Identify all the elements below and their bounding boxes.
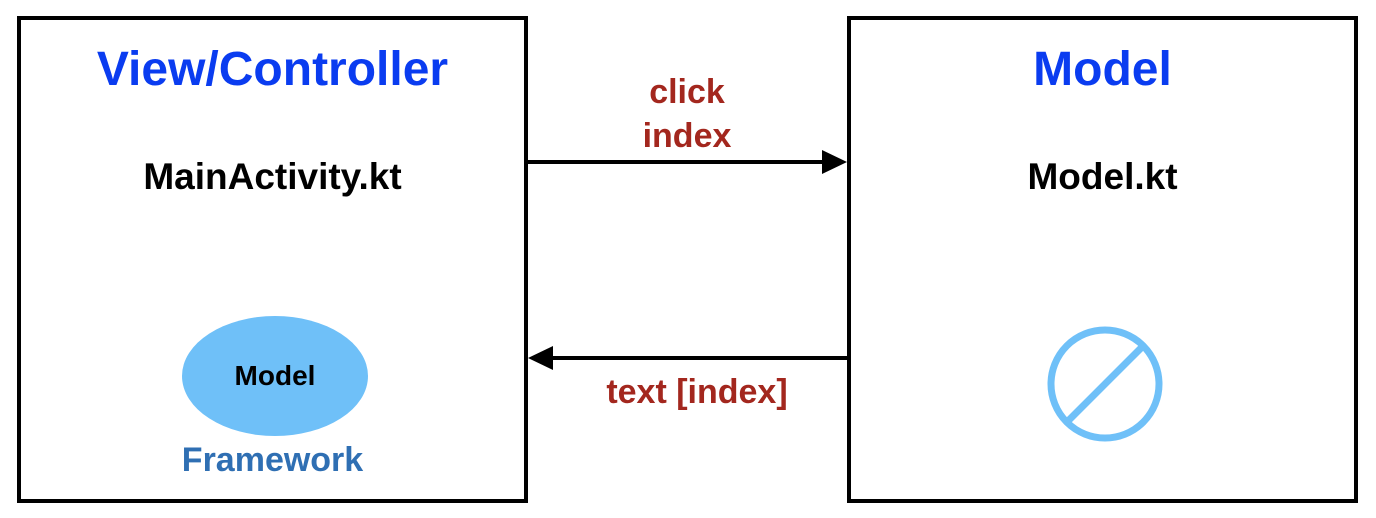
view-controller-box: View/Controller MainActivity.kt Model Fr… [17, 16, 528, 503]
model-title: Model [1033, 43, 1172, 96]
no-symbol-icon [1047, 326, 1163, 442]
main-activity-file-label: MainActivity.kt [143, 156, 402, 197]
model-file-label: Model.kt [1027, 156, 1178, 197]
click-index-label: click index [587, 70, 787, 158]
model-box: Model Model.kt [847, 16, 1358, 503]
arrow-to-model [528, 150, 847, 174]
framework-model-label: Model [234, 360, 316, 391]
click-label-line: click [649, 73, 725, 111]
framework-label: Framework [181, 441, 364, 479]
view-controller-title: View/Controller [96, 43, 449, 96]
text-index-label: text [index] [606, 373, 788, 411]
framework-model-ellipse: Model [182, 316, 368, 436]
index-label-line: index [642, 117, 732, 155]
arrow-to-view [528, 346, 847, 370]
